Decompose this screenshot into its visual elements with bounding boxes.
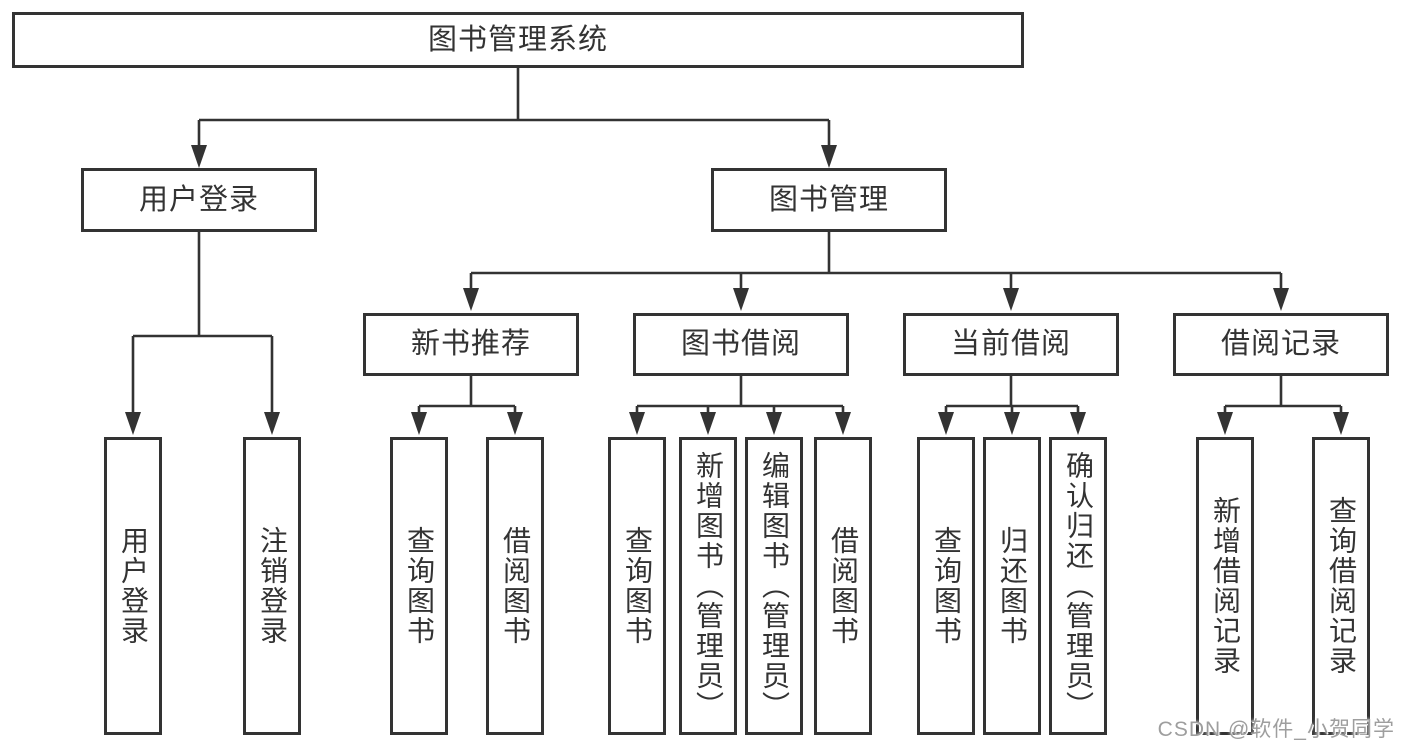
csdn-watermark: CSDN @软件_小贺同学	[1157, 718, 1395, 741]
node-query-books: 查询图书	[390, 437, 448, 735]
node-library-management-system: 图书管理系统	[12, 12, 1024, 68]
node-query-borrow-record: 查询借阅记录	[1312, 437, 1370, 735]
node-label: 图书借阅	[680, 328, 801, 360]
node-borrow-books: 借阅图书	[814, 437, 872, 735]
node-current-borrowing: 当前借阅	[903, 313, 1119, 376]
node-logout: 注销登录	[243, 437, 301, 735]
node-query-books: 查询图书	[608, 437, 666, 735]
node-borrowing-records: 借阅记录	[1173, 313, 1389, 376]
node-return-books: 归还图书	[983, 437, 1041, 735]
node-book-borrowing: 图书借阅	[633, 313, 849, 376]
node-label: 借阅图书	[828, 526, 859, 646]
node-label: 查询图书	[404, 526, 435, 646]
node-user-login: 用户登录	[104, 437, 162, 735]
node-label: 借阅图书	[500, 526, 531, 646]
node-confirm-return-admin: 确认归还（管理员）	[1049, 437, 1107, 735]
node-add-borrow-record: 新增借阅记录	[1196, 437, 1254, 735]
node-label: 新增借阅记录	[1210, 496, 1241, 676]
node-query-books: 查询图书	[917, 437, 975, 735]
node-borrow-books: 借阅图书	[486, 437, 544, 735]
node-label: 新增图书（管理员）	[693, 451, 724, 721]
node-edit-book-admin: 编辑图书（管理员）	[745, 437, 803, 735]
node-label: 编辑图书（管理员）	[759, 451, 790, 721]
node-book-management-module: 图书管理	[711, 168, 947, 232]
node-label: 确认归还（管理员）	[1063, 451, 1094, 721]
node-label: 查询借阅记录	[1326, 496, 1357, 676]
node-label: 查询图书	[931, 526, 962, 646]
node-label: 图书管理系统	[427, 23, 608, 56]
node-new-book-recommendation: 新书推荐	[363, 313, 579, 376]
arrowheads	[125, 145, 1349, 435]
node-label: 归还图书	[997, 526, 1028, 646]
node-label: 借阅记录	[1220, 328, 1341, 360]
node-label: 用户登录	[138, 183, 259, 216]
node-add-book-admin: 新增图书（管理员）	[679, 437, 737, 735]
node-label: 用户登录	[118, 526, 149, 646]
node-user-login-module: 用户登录	[81, 168, 317, 232]
node-label: 图书管理	[768, 183, 889, 216]
node-label: 注销登录	[257, 526, 288, 646]
node-label: 新书推荐	[410, 328, 531, 360]
node-label: 当前借阅	[950, 328, 1071, 360]
node-label: 查询图书	[622, 526, 653, 646]
